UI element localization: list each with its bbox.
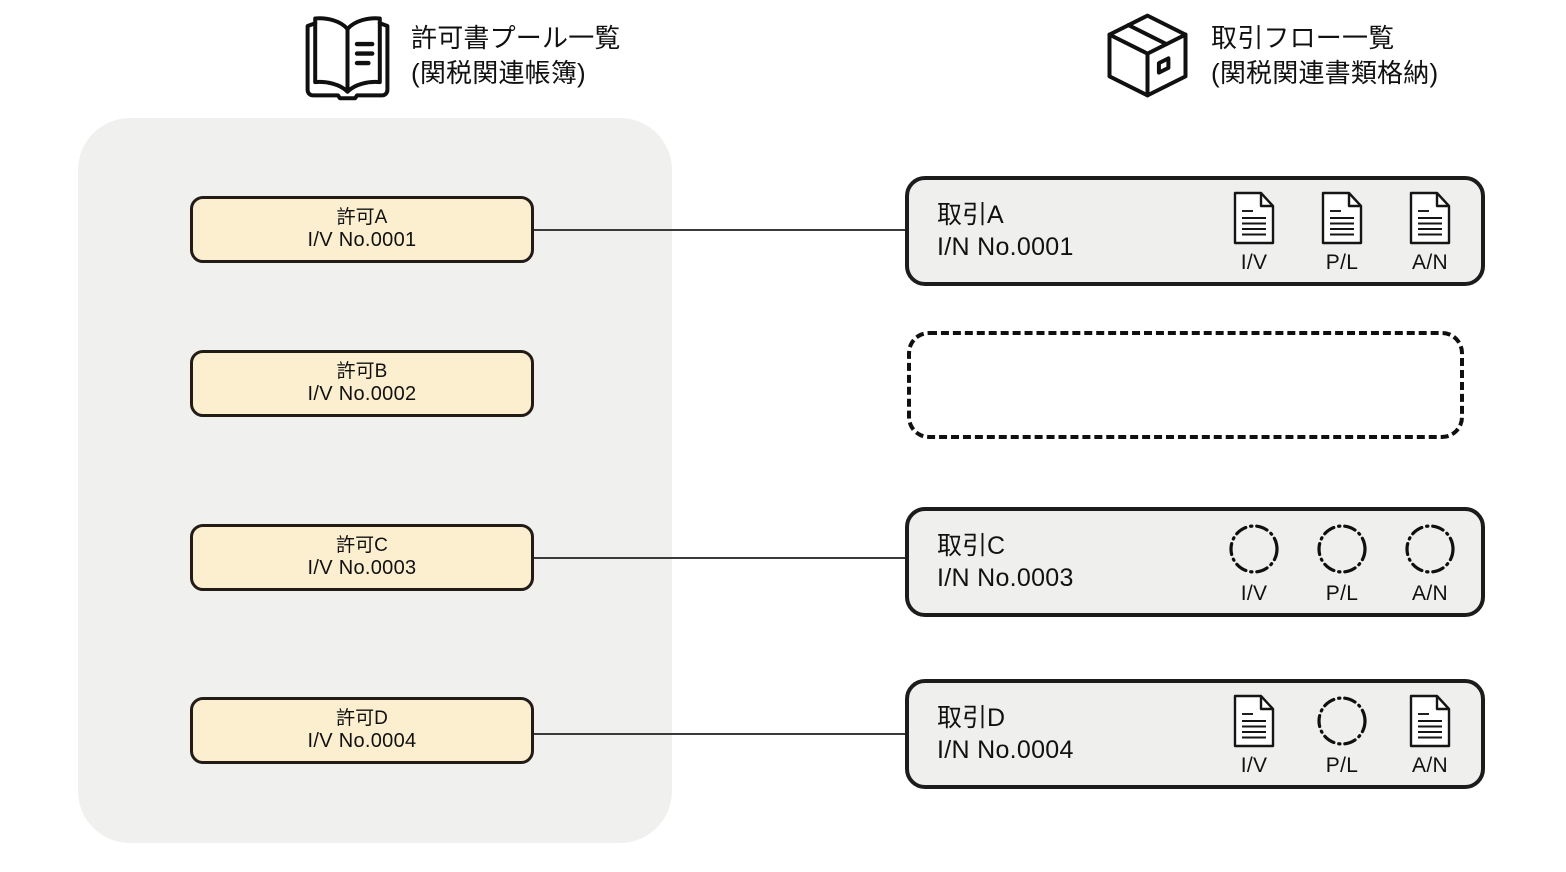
permit-subtitle: I/V No.0001 — [307, 228, 417, 251]
document-missing-icon — [1227, 518, 1281, 580]
document-slot-an[interactable]: A/N — [1401, 690, 1459, 778]
pool-header-line1: 許可書プール一覧 — [411, 23, 621, 54]
package-box-icon — [1100, 8, 1195, 103]
pool-header-text: 許可書プール一覧 (関税関連帳簿) — [411, 21, 621, 90]
document-caption: P/L — [1325, 754, 1359, 777]
document-caption: A/N — [1412, 251, 1448, 274]
document-row: I/V P/L — [1225, 187, 1459, 275]
transaction-labels: 取引D I/N No.0004 — [937, 702, 1074, 766]
document-page-icon — [1233, 690, 1275, 752]
document-page-icon — [1233, 187, 1275, 249]
document-row: I/V P/L A/N — [1225, 518, 1459, 606]
document-caption: P/L — [1325, 251, 1359, 274]
pool-header-line2: (関税関連帳簿) — [411, 57, 586, 88]
document-slot-an[interactable]: A/N — [1401, 187, 1459, 275]
permit-subtitle: I/V No.0004 — [307, 729, 417, 752]
transaction-subtitle: I/N No.0003 — [937, 564, 1074, 592]
permit-card-d[interactable]: 許可D I/V No.0004 — [190, 697, 534, 764]
flow-header-text: 取引フロー一覧 (関税関連書類格納) — [1211, 21, 1438, 90]
permit-title: 許可B — [336, 360, 388, 382]
pool-header: 許可書プール一覧 (関税関連帳簿) — [300, 8, 621, 103]
document-slot-iv[interactable]: I/V — [1225, 187, 1283, 275]
transaction-card-a[interactable]: 取引A I/N No.0001 I/V — [905, 176, 1485, 286]
document-slot-pl[interactable]: P/L — [1313, 690, 1371, 778]
connector-permit-d-to-txn-d — [534, 733, 905, 735]
document-row: I/V P/L A/N — [1225, 690, 1459, 778]
transaction-title: 取引A — [937, 201, 1004, 229]
document-missing-icon — [1315, 690, 1369, 752]
transaction-labels: 取引C I/N No.0003 — [937, 530, 1074, 594]
document-slot-pl[interactable]: P/L — [1313, 518, 1371, 606]
document-page-icon — [1409, 690, 1451, 752]
document-slot-an[interactable]: A/N — [1401, 518, 1459, 606]
connector-permit-c-to-txn-c — [534, 557, 905, 559]
document-missing-icon — [1403, 518, 1457, 580]
document-missing-icon — [1315, 518, 1369, 580]
permit-card-c[interactable]: 許可C I/V No.0003 — [190, 524, 534, 591]
document-page-icon — [1321, 187, 1363, 249]
transaction-card-d[interactable]: 取引D I/N No.0004 I/V — [905, 679, 1485, 789]
transaction-subtitle: I/N No.0001 — [937, 233, 1074, 261]
permit-subtitle: I/V No.0003 — [307, 556, 417, 579]
empty-transaction-placeholder — [907, 331, 1464, 439]
document-caption: I/V — [1240, 251, 1268, 274]
document-caption: I/V — [1240, 754, 1268, 777]
document-caption: P/L — [1325, 582, 1359, 605]
document-slot-iv[interactable]: I/V — [1225, 690, 1283, 778]
permit-title: 許可D — [336, 707, 388, 729]
flow-header-line2: (関税関連書類格納) — [1211, 57, 1439, 88]
transaction-title: 取引C — [937, 532, 1006, 560]
permit-title: 許可C — [336, 534, 388, 556]
open-book-icon — [300, 8, 395, 103]
transaction-card-c[interactable]: 取引C I/N No.0003 I/V P/L — [905, 507, 1485, 617]
document-page-icon — [1409, 187, 1451, 249]
document-caption: A/N — [1412, 754, 1448, 777]
flow-header-line1: 取引フロー一覧 — [1211, 23, 1395, 54]
permit-card-a[interactable]: 許可A I/V No.0001 — [190, 196, 534, 263]
document-slot-iv[interactable]: I/V — [1225, 518, 1283, 606]
permit-title: 許可A — [336, 206, 388, 228]
document-caption: A/N — [1412, 582, 1448, 605]
transaction-title: 取引D — [937, 704, 1006, 732]
document-slot-pl[interactable]: P/L — [1313, 187, 1371, 275]
transaction-labels: 取引A I/N No.0001 — [937, 199, 1074, 263]
transaction-subtitle: I/N No.0004 — [937, 736, 1074, 764]
flow-header: 取引フロー一覧 (関税関連書類格納) — [1100, 8, 1438, 103]
permit-subtitle: I/V No.0002 — [307, 382, 417, 405]
connector-permit-a-to-txn-a — [534, 229, 905, 231]
permit-card-b[interactable]: 許可B I/V No.0002 — [190, 350, 534, 417]
document-caption: I/V — [1240, 582, 1268, 605]
